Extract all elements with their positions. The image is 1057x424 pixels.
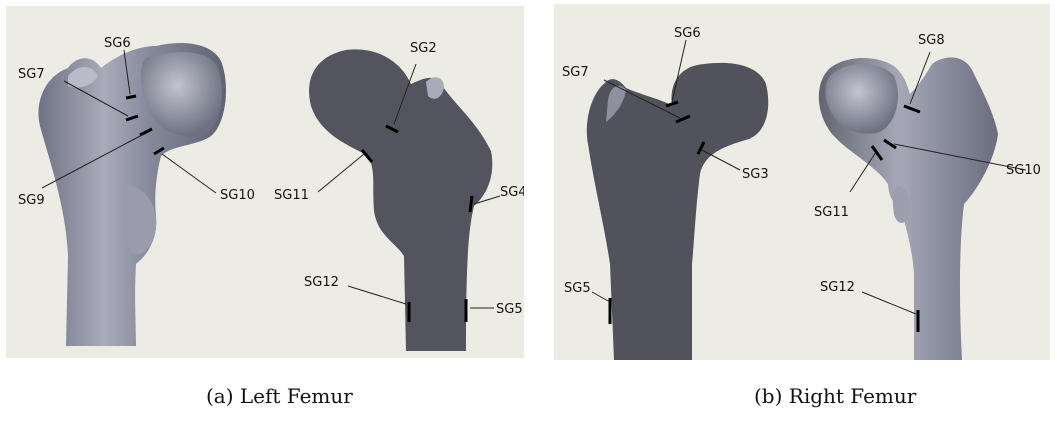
left-femur-caption: (a) Left Femur xyxy=(206,384,353,408)
gauge-sg6 xyxy=(126,96,136,98)
label-sg12: SG12 xyxy=(304,275,339,290)
label-sg10: SG10 xyxy=(1006,163,1041,178)
left-femur-diagram: SG6 SG7 SG9 SG10 SG2 SG11 SG4 SG12 SG5 xyxy=(6,6,524,358)
label-sg10: SG10 xyxy=(220,188,255,203)
label-sg4: SG4 xyxy=(500,185,524,200)
label-sg5: SG5 xyxy=(496,302,523,317)
label-sg2: SG2 xyxy=(410,41,437,56)
label-sg8: SG8 xyxy=(918,33,945,48)
label-sg7: SG7 xyxy=(562,65,589,80)
right-femur-panel: SG6 SG7 SG3 SG5 SG8 SG10 SG11 SG12 xyxy=(554,4,1050,360)
left-femur-posterior-view xyxy=(38,43,226,346)
label-sg6: SG6 xyxy=(674,26,701,41)
right-femur-diagram: SG6 SG7 SG3 SG5 SG8 SG10 SG11 SG12 xyxy=(554,4,1050,360)
label-sg12: SG12 xyxy=(820,280,855,295)
right-femur-anterior-view xyxy=(587,63,768,360)
label-sg6: SG6 xyxy=(104,36,131,51)
label-sg11: SG11 xyxy=(274,188,309,203)
label-sg9: SG9 xyxy=(18,193,45,208)
label-sg11: SG11 xyxy=(814,205,849,220)
label-sg5: SG5 xyxy=(564,281,591,296)
label-sg3: SG3 xyxy=(742,167,769,182)
left-femur-panel: SG6 SG7 SG9 SG10 SG2 SG11 SG4 SG12 SG5 xyxy=(6,6,524,358)
label-sg7: SG7 xyxy=(18,67,45,82)
gauge-sg4 xyxy=(470,196,472,212)
right-femur-caption: (b) Right Femur xyxy=(754,384,916,408)
